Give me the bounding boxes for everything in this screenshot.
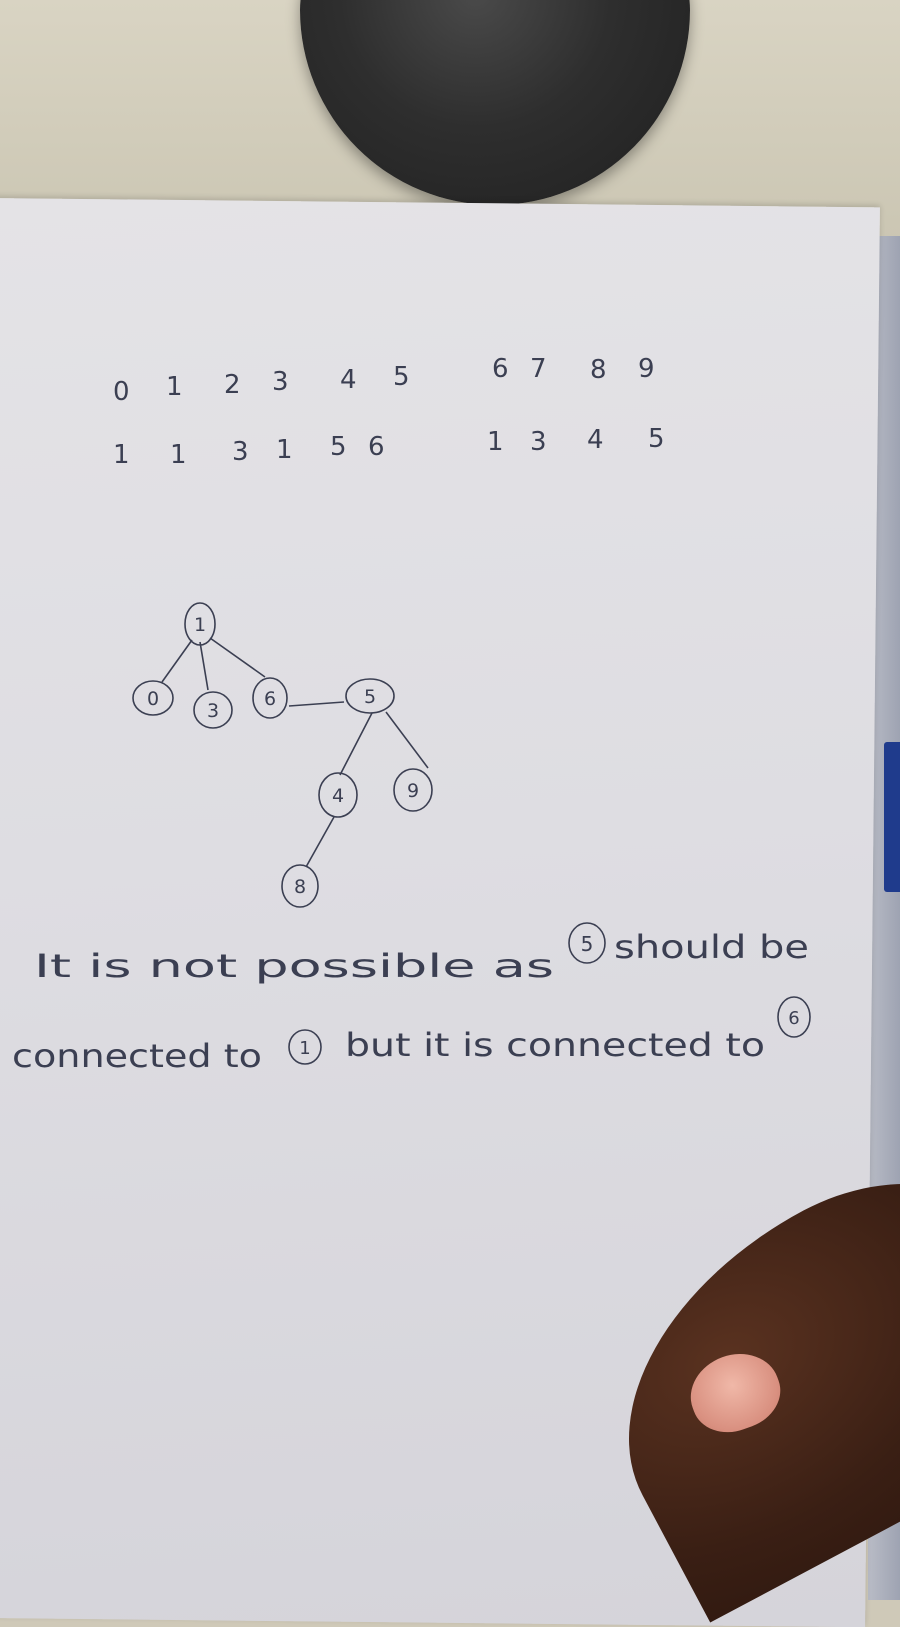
- note-line2-start: connected to: [12, 1037, 262, 1075]
- index-cell: 6: [492, 354, 509, 384]
- tree-node-labels: 1 0 3 6 5 4 9 8: [147, 614, 419, 898]
- tree-edge: [305, 816, 335, 868]
- parent-cell: 6: [368, 432, 385, 462]
- tree-node-label: 4: [332, 785, 344, 807]
- tree-node-label: 0: [147, 688, 159, 710]
- tree-node-circle: [184, 602, 216, 646]
- tree-edge: [199, 641, 209, 691]
- tree-node-label: 6: [264, 688, 276, 710]
- index-cell: 2: [224, 370, 241, 400]
- tree-node-circle: [345, 678, 395, 714]
- index-cell: 7: [530, 354, 547, 384]
- tree-node-circle: [281, 864, 319, 908]
- index-cell: 3: [272, 367, 289, 397]
- tree-node-circle: [318, 772, 358, 818]
- tree-node-label: 9: [407, 780, 419, 802]
- circled-number: [777, 996, 811, 1038]
- note-line1-start: It is not possible as: [34, 947, 554, 985]
- tree-edge: [209, 637, 266, 678]
- tree-edge: [288, 701, 345, 707]
- circled-number-label: 1: [299, 1038, 310, 1059]
- index-cell: 1: [166, 372, 183, 402]
- index-cell: 8: [590, 355, 607, 385]
- tree-node-label: 5: [364, 686, 376, 708]
- tree-node-circle: [393, 768, 433, 812]
- index-cell: 0: [113, 377, 130, 407]
- parent-cell: 1: [170, 440, 187, 470]
- tree-nodes: [132, 602, 433, 908]
- tree-edge: [161, 639, 193, 683]
- parent-row: 1 1 3 1 5 6 1 3 4 5: [113, 424, 665, 470]
- index-row: 0 1 2 3 4 5 6 7 8 9: [113, 354, 655, 407]
- tree-edge: [385, 711, 429, 769]
- index-cell: 9: [638, 354, 655, 384]
- tree-node-label: 3: [207, 700, 219, 722]
- tree-node-circle: [132, 680, 174, 716]
- parent-cell: 5: [330, 432, 347, 462]
- tree-node-circle: [252, 677, 288, 719]
- note-line2-end: but it is connected to: [345, 1026, 765, 1064]
- parent-cell: 1: [276, 435, 293, 465]
- note-text: It is not possible as 5 should be connec…: [12, 922, 811, 1075]
- parent-cell: 3: [530, 427, 547, 457]
- circled-number: [288, 1029, 322, 1065]
- index-cell: 4: [340, 365, 357, 395]
- tree-edge: [339, 712, 373, 776]
- tree-node-circle: [193, 691, 233, 729]
- parent-cell: 1: [487, 427, 504, 457]
- circled-number-label: 6: [788, 1008, 799, 1029]
- index-cell: 5: [393, 362, 410, 392]
- note-line1-end: should be: [614, 928, 809, 966]
- blue-bookmark: [884, 742, 900, 892]
- tree-node-label: 8: [294, 876, 306, 898]
- parent-cell: 1: [113, 440, 130, 470]
- circled-number-label: 5: [581, 932, 594, 956]
- parent-cell: 5: [648, 424, 665, 454]
- tree-edges: [161, 637, 429, 868]
- circled-number: [568, 922, 606, 964]
- tree-node-label: 1: [194, 614, 206, 636]
- parent-cell: 4: [587, 425, 604, 455]
- parent-cell: 3: [232, 437, 249, 467]
